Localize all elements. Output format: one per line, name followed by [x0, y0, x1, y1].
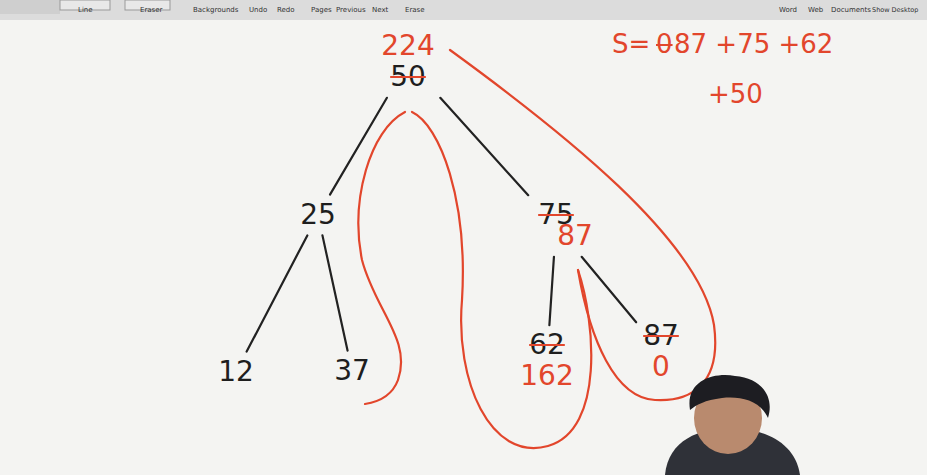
new-value: 162	[520, 361, 573, 392]
toolbar-label: Word	[779, 7, 797, 15]
toolbar-bar	[0, 0, 927, 20]
toolbar-label: Redo	[277, 7, 295, 15]
toolbar-label: Web	[808, 7, 823, 15]
node-value: 12	[218, 357, 254, 388]
traversal-loop	[450, 50, 715, 400]
old-value: 87	[643, 321, 679, 352]
new-value: 224	[381, 31, 434, 62]
toolbar-label: Show Desktop	[872, 7, 918, 14]
toolbar-label: Documents	[831, 7, 871, 15]
old-value: 50	[390, 62, 426, 93]
presenter-figure	[689, 375, 769, 418]
tree-edge	[549, 257, 554, 325]
new-value: 0	[652, 352, 670, 383]
toolbar-label: Next	[372, 7, 388, 15]
tree-node: 25	[296, 198, 340, 233]
tree-edge	[440, 98, 528, 195]
tree-edge	[330, 98, 387, 195]
new-value: 87	[557, 221, 593, 252]
tree-node: 62162	[516, 328, 577, 394]
traversal-loop	[359, 50, 716, 448]
annotation-text: S=	[612, 30, 650, 59]
annotation-text: 87 +75 +62	[674, 30, 833, 59]
toolbar-label: Pages	[311, 7, 332, 15]
tree-node: 870	[639, 319, 683, 385]
toolbar-label: Previous	[336, 7, 366, 15]
tree-edge	[247, 235, 308, 351]
node-value: 37	[334, 356, 370, 387]
tree-edge	[582, 257, 637, 322]
annotation-text: 0	[656, 30, 673, 59]
toolbar-label: Eraser	[140, 7, 162, 15]
toolbar-label: Undo	[249, 7, 267, 15]
tree-edge	[322, 235, 347, 350]
tree-node: 22450	[377, 29, 438, 95]
tree-node: 12	[214, 355, 258, 390]
node-value: 25	[300, 200, 336, 231]
toolbar-button	[0, 0, 60, 14]
toolbar-label: Erase	[405, 7, 425, 15]
toolbar-label: Backgrounds	[193, 7, 238, 15]
presenter-figure	[665, 375, 800, 475]
toolbar-label: Line	[78, 7, 93, 15]
old-value: 62	[529, 330, 565, 361]
traversal-loop	[412, 112, 591, 448]
tree-node: 7587	[515, 198, 597, 254]
tree-node: 37	[330, 354, 374, 389]
annotation-text: +50	[708, 80, 763, 109]
